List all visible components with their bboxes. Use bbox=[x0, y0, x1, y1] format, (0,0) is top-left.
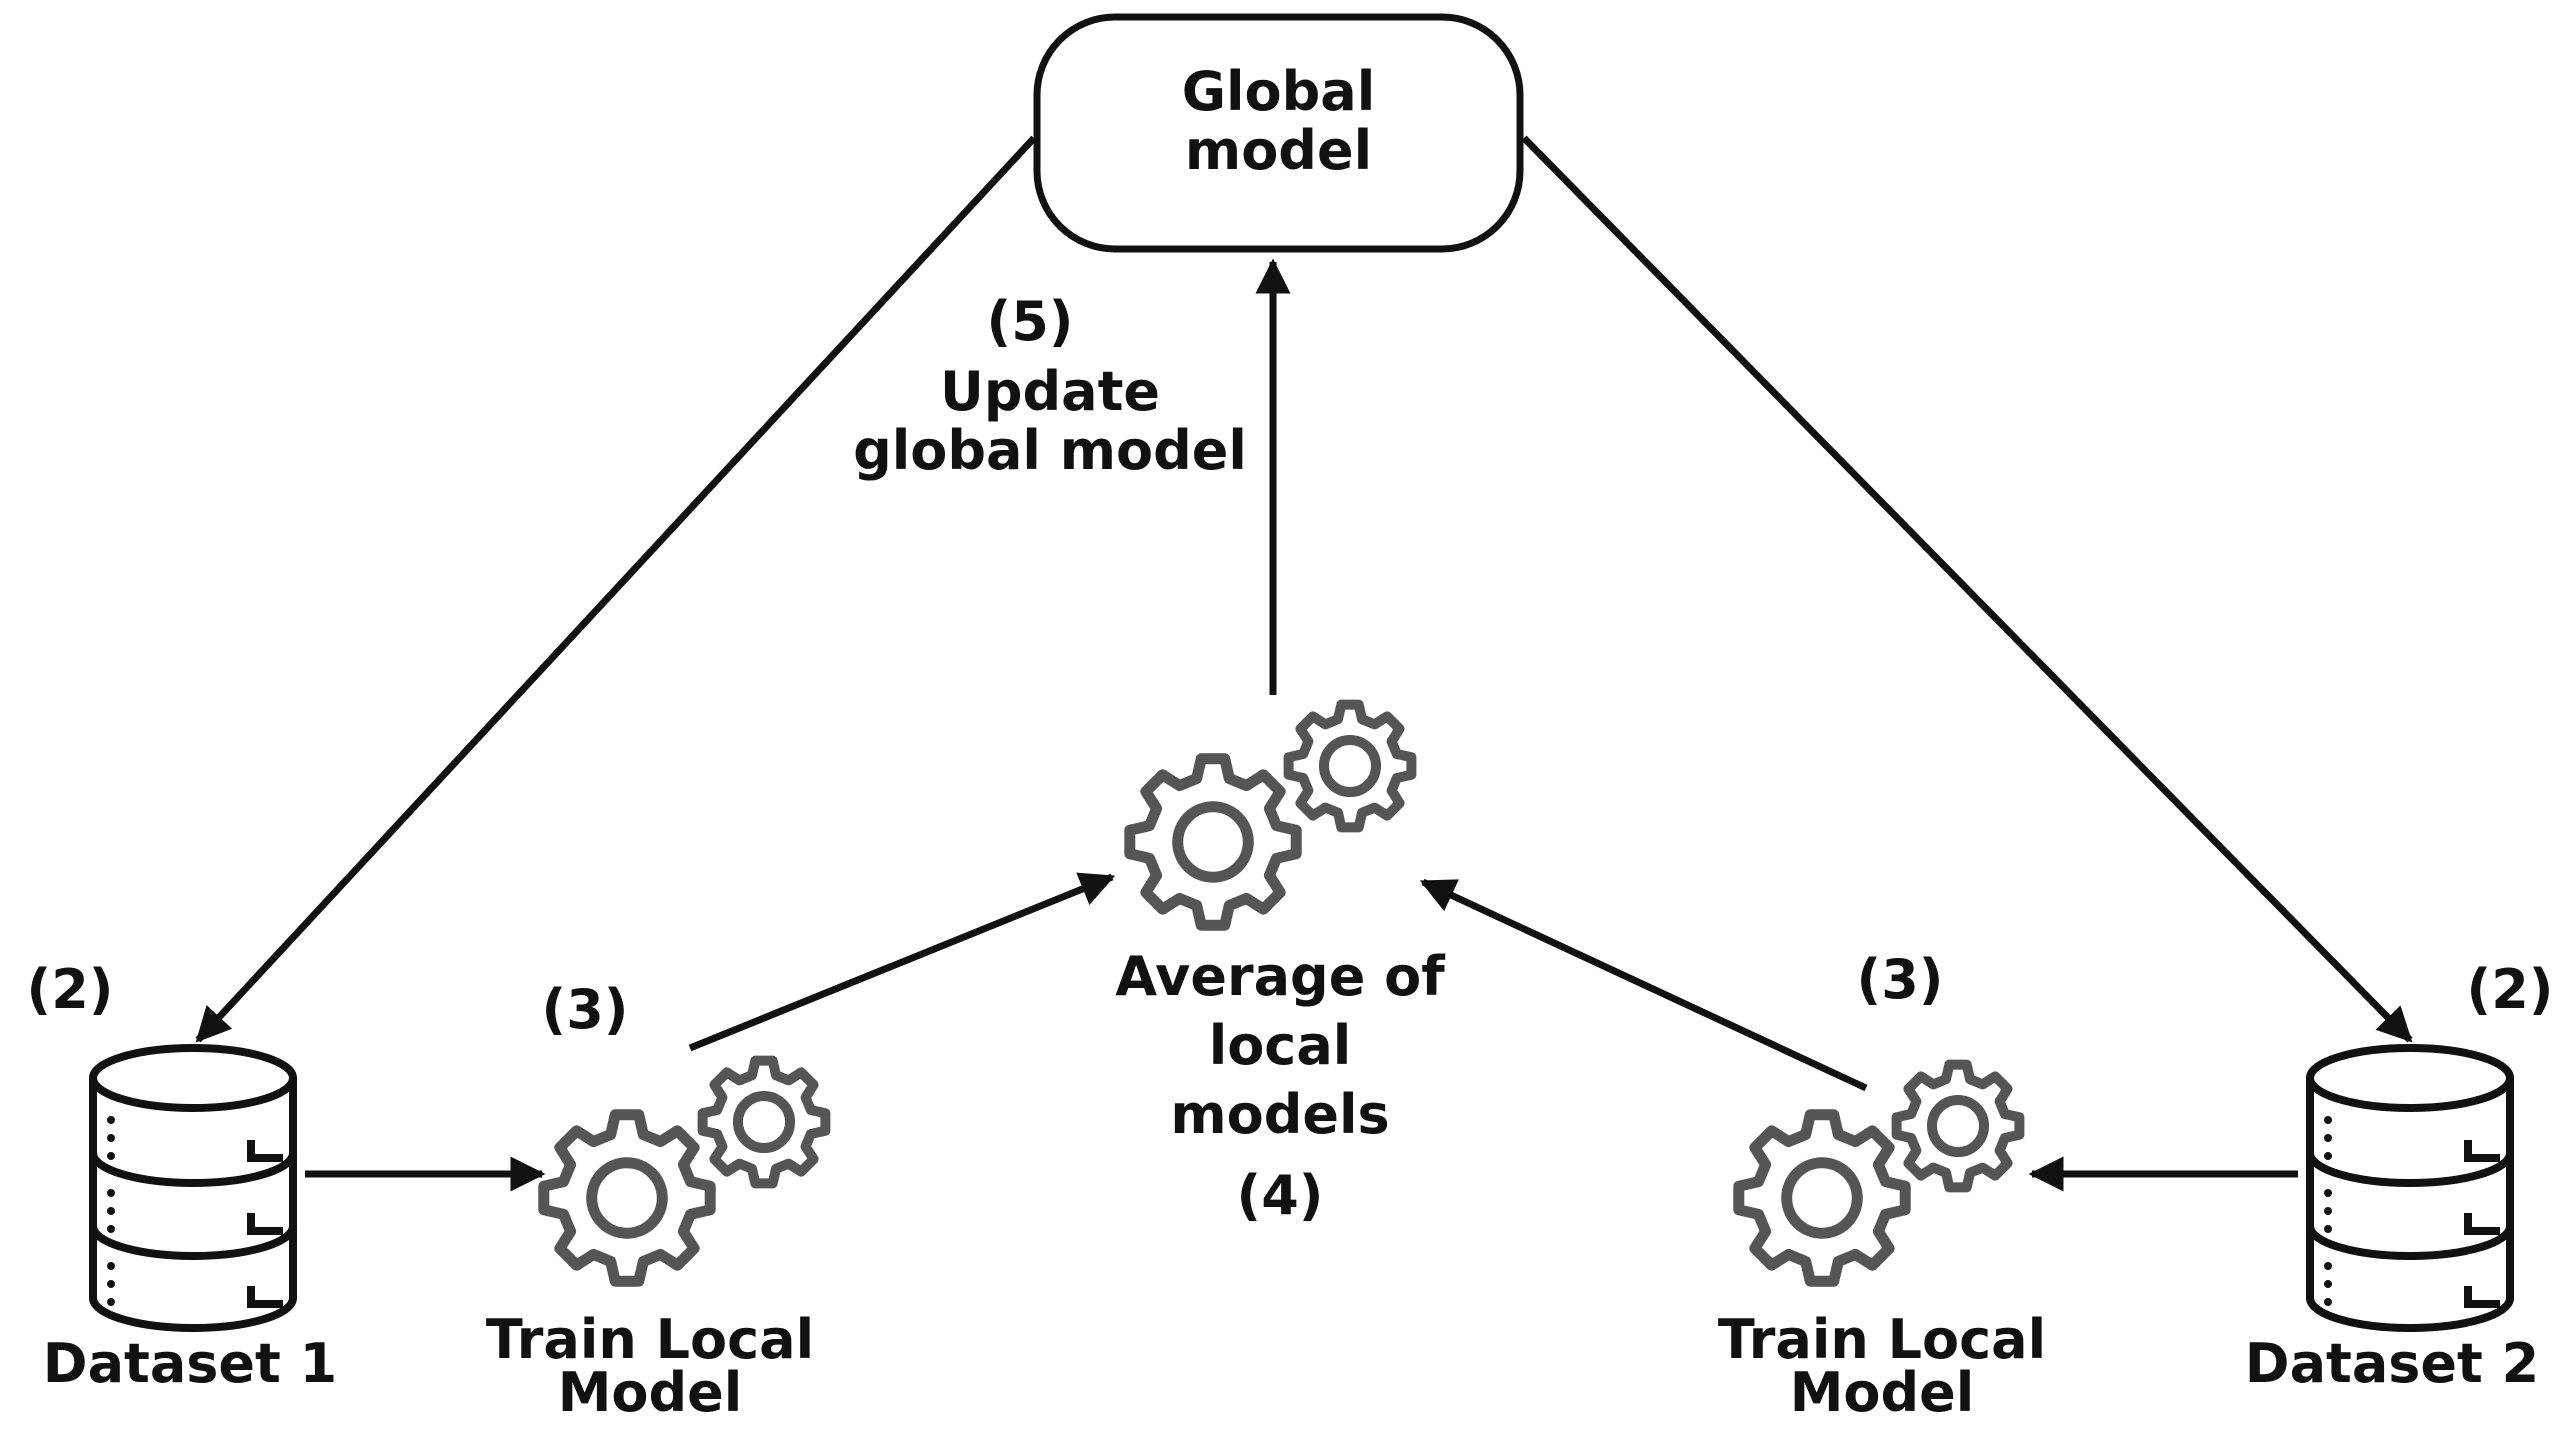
gear-hole bbox=[586, 1157, 668, 1239]
update-step-number: (5) bbox=[986, 290, 1074, 353]
gears-icon bbox=[538, 1055, 831, 1287]
dataset-2-step-number: (2) bbox=[2466, 958, 2554, 1021]
gears-icon bbox=[1733, 1059, 2025, 1287]
arrow-global-to-dataset-1 bbox=[195, 135, 1037, 1043]
database-icon bbox=[93, 1048, 293, 1328]
arrow-global-to-dataset-2 bbox=[1521, 135, 2413, 1043]
train-1-label: Train Local Model bbox=[485, 1308, 815, 1424]
average-label: Average of local models bbox=[1115, 945, 1445, 1147]
train-2-step-number: (3) bbox=[1856, 948, 1944, 1011]
global-model-title: Global model bbox=[1181, 60, 1376, 183]
global-model-box bbox=[1033, 13, 1524, 253]
dataset-1-label: Dataset 1 bbox=[42, 1332, 338, 1395]
train-1-step-number: (3) bbox=[541, 978, 629, 1041]
dataset-1-step-number: (2) bbox=[26, 958, 114, 1021]
arrow-train-2-to-average bbox=[1419, 878, 1868, 1092]
gears-icon bbox=[1124, 699, 1417, 931]
dataset-2-label: Dataset 2 bbox=[2244, 1332, 2540, 1395]
gear-hole bbox=[1781, 1157, 1863, 1239]
average-step-number: (4) bbox=[1236, 1164, 1324, 1227]
train-2-label: Train Local Model bbox=[1717, 1308, 2047, 1424]
gear-hole bbox=[1318, 734, 1382, 798]
arrow-train-1-to-average bbox=[688, 872, 1116, 1052]
gear-hole bbox=[732, 1090, 796, 1154]
gear-hole bbox=[1172, 801, 1254, 883]
database-icon bbox=[2310, 1048, 2510, 1328]
update-step-label: Update global model bbox=[853, 360, 1247, 483]
gear-hole bbox=[1926, 1094, 1990, 1158]
